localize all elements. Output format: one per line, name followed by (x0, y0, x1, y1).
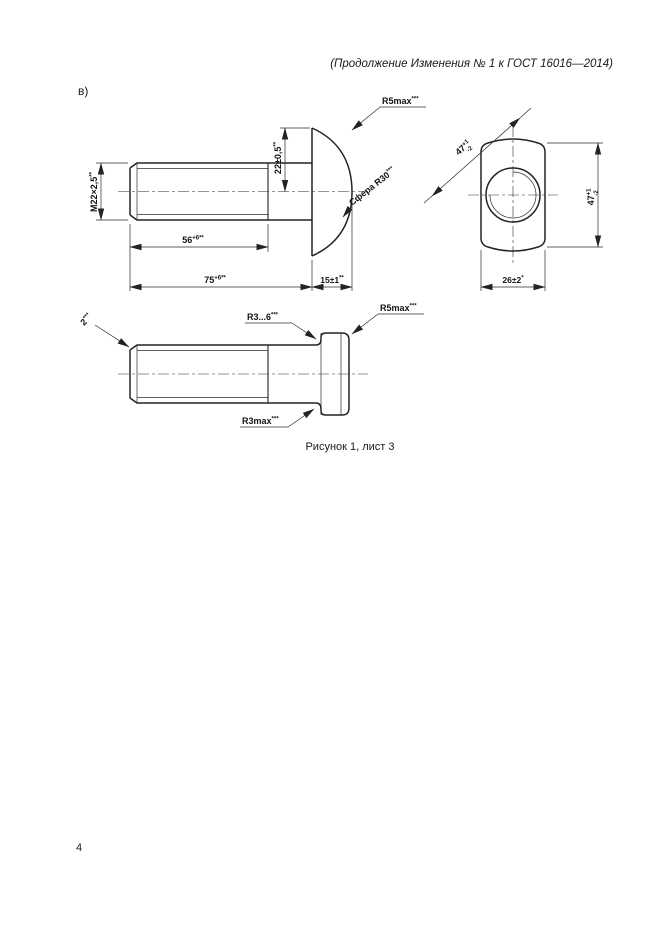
ext-ticks (423, 107, 532, 204)
thread-arc (489, 171, 537, 219)
r3max-label: R3max*** (242, 416, 279, 426)
sphere-r30-label: Сфера R30*** (347, 165, 398, 208)
fillet-range-label: R3...6*** (247, 312, 279, 322)
sphere-leader (342, 205, 353, 218)
dim-15-label: 15±1** (320, 275, 344, 285)
head-face-edges (320, 333, 342, 415)
dim-22-label: 22±0,5** (273, 141, 283, 174)
dim-56-label: 56+6** (182, 235, 204, 245)
thread-minor-lines (137, 350, 268, 398)
ext-lines (129, 252, 313, 291)
r5max-label-2: R5max*** (380, 303, 417, 313)
fillet-range-leader (291, 322, 317, 340)
page-header-text: (Продолжение Изменения № 1 к ГОСТ 16016—… (330, 58, 613, 70)
head-sphere-profile (311, 127, 353, 257)
r3max-leader (287, 408, 315, 428)
dim-26-label: 26±2* (502, 275, 524, 285)
r5max-label: R5max*** (382, 96, 419, 106)
dim-75-label: 75+6** (204, 275, 226, 285)
chamfer-leader (94, 324, 130, 348)
page-number: 4 (76, 842, 83, 854)
technical-drawing: M22×2,5** 22±0,5** R5max*** Сфера R30***… (78, 96, 603, 428)
thread-minor-lines (137, 168, 268, 215)
side-view-bolt-2: 2*** R3...6*** R5max*** R3max*** (78, 303, 424, 428)
end-view-head: 47+1-2 47+1-2 26±2* (423, 107, 603, 291)
r5max-leader-2 (351, 313, 379, 335)
figure-caption: Рисунок 1, лист 3 (305, 441, 395, 453)
variant-label: в) (78, 84, 89, 98)
side-view-bolt: M22×2,5** 22±0,5** R5max*** Сфера R30***… (89, 96, 426, 291)
dim-line-47-diag (431, 117, 521, 197)
chamfer-label: 2*** (78, 311, 94, 327)
ext-lines (547, 142, 603, 248)
dim-47-diag-label: 47+1-2 (453, 138, 475, 160)
dim-thread-label: M22×2,5** (89, 171, 99, 212)
dim-47-right-label: 47+1-2 (586, 188, 600, 206)
r5max-leader (351, 106, 381, 131)
